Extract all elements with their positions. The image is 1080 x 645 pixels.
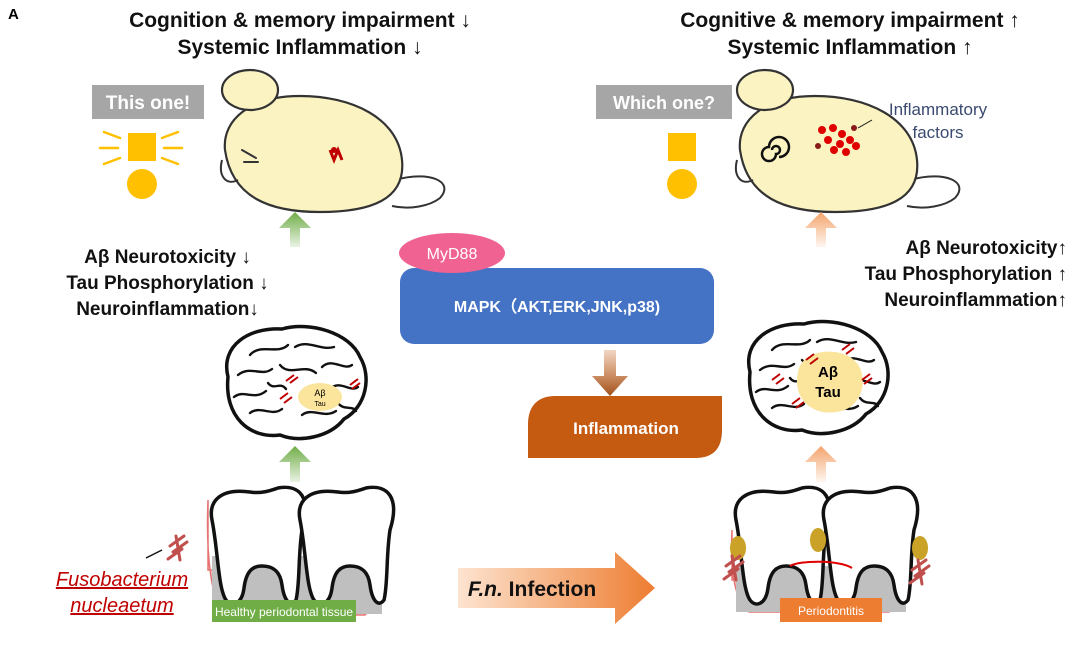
right-pathology-tau: Tau Phosphorylation ↑ <box>864 264 1067 285</box>
left-mouse-icon <box>220 68 446 214</box>
periodontitis-bar <box>780 598 882 622</box>
left-tag-box <box>92 85 204 119</box>
right-pathology-list: Aβ Neurotoxicity↑ Tau Phosphorylation ↑ … <box>822 236 1067 314</box>
right-brain-label-tau: Tau <box>815 384 841 401</box>
left-upper-arrow-icon <box>279 212 311 247</box>
left-brain-icon <box>224 324 368 441</box>
periodontitis-label: Periodontitis <box>798 604 864 618</box>
infection-label: F.n. Infection <box>468 578 596 601</box>
inflammatory-pointer-line <box>857 119 873 129</box>
right-teeth-icon <box>730 485 928 613</box>
inflammatory-label-line-2: factors <box>912 123 963 142</box>
right-upper-arrow-icon <box>805 212 837 247</box>
right-headline-line-2: Systemic Inflammation ↑ <box>727 36 973 59</box>
inflammation-label: Inflammation <box>573 419 679 438</box>
left-lower-arrow-icon <box>279 446 311 482</box>
left-pathology-neuroinflammation: Neuroinflammation↓ <box>76 299 259 320</box>
healthy-tissue-label: Healthy periodontal tissue <box>215 605 353 619</box>
left-signal-rays-icon <box>98 130 184 166</box>
mapk-label: MAPK（AKT,ERK,JNK,p38) <box>454 298 660 316</box>
left-brain-label-tau: Tau <box>314 401 325 408</box>
right-brain-icon <box>746 319 890 436</box>
inflammatory-label-line-1: Inflammatory <box>889 100 988 119</box>
mapk-down-arrow-icon <box>592 350 628 396</box>
left-tag-label: This one! <box>106 93 190 114</box>
left-pathology-list: Aβ Neurotoxicity ↓ Tau Phosphorylation ↓… <box>40 245 295 323</box>
infection-arrow-icon <box>458 552 655 624</box>
bacterium-label-line-1: Fusobacterium <box>56 569 188 591</box>
right-tag-box <box>596 85 732 119</box>
right-signal-square-icon <box>668 133 696 161</box>
left-headline-line-2: Systemic Inflammation ↓ <box>177 36 423 59</box>
panel-label: A <box>8 6 19 23</box>
myd88-label: MyD88 <box>427 246 478 263</box>
right-brain-label-abeta: Aβ <box>818 364 838 381</box>
left-signal-square-icon <box>128 133 156 161</box>
inflammation-box <box>528 396 722 458</box>
left-brain-label-abeta: Aβ <box>314 388 325 398</box>
left-pathology-tau: Tau Phosphorylation ↓ <box>66 273 269 294</box>
left-headline: Cognition & memory impairment ↓ Systemic… <box>110 7 490 61</box>
healthy-tissue-bar <box>212 600 356 622</box>
left-pathology-abeta: Aβ Neurotoxicity ↓ <box>84 247 251 268</box>
bacterium-pointer-line <box>145 549 163 559</box>
right-pathology-neuroinflammation: Neuroinflammation↑ <box>884 290 1067 311</box>
right-signal-circle-icon <box>667 169 697 199</box>
right-mouse-icon <box>735 68 961 214</box>
left-teeth-icon <box>206 485 396 616</box>
bacterium-label-line-2: nucleaetum <box>70 595 173 617</box>
infection-prefix: F.n. <box>468 578 503 601</box>
left-signal-circle-icon <box>127 169 157 199</box>
myd88-ellipse <box>399 233 505 273</box>
right-headline-line-1: Cognitive & memory impairment ↑ <box>680 9 1020 32</box>
left-bacterium-icon <box>166 534 189 562</box>
infection-suffix: Infection <box>503 578 596 601</box>
right-lower-arrow-icon <box>805 446 837 482</box>
mapk-box <box>400 268 714 344</box>
right-pathology-abeta: Aβ Neurotoxicity↑ <box>905 238 1067 259</box>
right-headline: Cognitive & memory impairment ↑ Systemic… <box>650 7 1050 61</box>
right-tag-label: Which one? <box>613 93 715 113</box>
left-headline-line-1: Cognition & memory impairment ↓ <box>129 9 471 32</box>
